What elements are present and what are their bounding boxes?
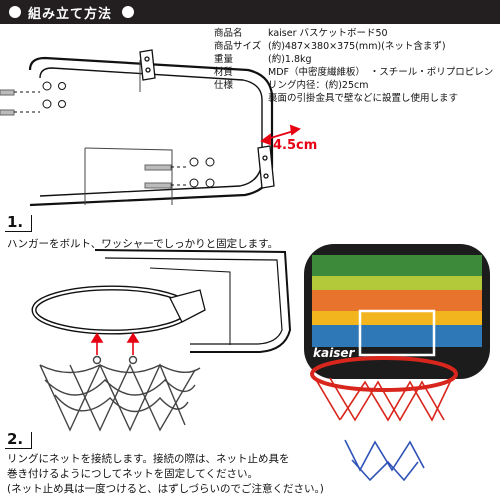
step-number-text: 1.: [7, 213, 24, 231]
bolts-middle: [144, 157, 215, 189]
step-line: 巻き付けるようにつしてネットを固定してください。: [7, 468, 259, 480]
board-brand-logo: kaiser: [313, 346, 355, 360]
board-step-diagram: [94, 249, 292, 353]
step-1-number: 1.: [5, 213, 32, 232]
spec-label: 重量: [214, 54, 234, 65]
hanger-right: [257, 145, 275, 189]
spec-row-weight: 重量 (約)1.8kg: [214, 53, 493, 66]
spec-label: 商品サイズ: [214, 41, 262, 52]
step-line: リングにネットを接続します。接続の際は、ネット止め具を: [7, 453, 290, 465]
spec-value: (約)1.8kg: [268, 54, 312, 65]
step-bracket: [5, 432, 32, 449]
dimension-label: 4.5cm: [273, 138, 318, 153]
net-attach-arrows: [90, 332, 140, 355]
spec-label: 材質: [214, 67, 234, 78]
section-title: 組み立て方法: [28, 7, 113, 22]
header-bullet-right: [122, 6, 134, 18]
step-bracket: [5, 215, 32, 232]
spec-value: kaiser バスケットボード50: [268, 28, 388, 39]
product-net: [314, 377, 453, 482]
hanger-top: [139, 49, 156, 81]
step-2-text: リングにネットを接続します。接続の際は、ネット止め具を 巻き付けるようにつしてネ…: [7, 452, 324, 497]
spec-value: リング内径：(約)25cm: [268, 80, 369, 91]
product-specs: 商品名 kaiser バスケットボード50 商品サイズ (約)487×380×3…: [214, 27, 493, 105]
section-header: 組み立て方法: [0, 0, 500, 24]
header-bullet-left: [9, 6, 21, 18]
step-number-text: 2.: [7, 430, 24, 448]
spec-row-material: 材質 MDF（中密度繊維板） ・スチール・ポリプロピレン: [214, 66, 493, 79]
ring-step-diagram: [31, 285, 206, 335]
spec-value: (約)487×380×375(mm)(ネット含まず): [268, 41, 446, 52]
spec-label: 商品名: [214, 28, 243, 39]
step-line: (ネット止め具は一度つけると、はずしづらいのでご注意ください。): [7, 483, 324, 495]
step-1-text: ハンガーをボルト、ワッシャーでしっかりと固定します。: [7, 237, 278, 252]
product-ring: [310, 356, 458, 392]
spec-row-size: 商品サイズ (約)487×380×375(mm)(ネット含まず): [214, 40, 493, 53]
spec-row-spec: 仕様 リング内径：(約)25cm: [214, 79, 493, 92]
dimension-arrow: [260, 124, 301, 146]
step-2-number: 2.: [5, 430, 32, 449]
net-step-diagram: [39, 355, 201, 432]
spec-label: 仕様: [214, 80, 234, 91]
board-back-frame: [84, 60, 173, 205]
bolts-left: [0, 81, 66, 116]
spec-value: MDF（中密度繊維板） ・スチール・ポリプロピレン: [268, 67, 494, 78]
step-line: ハンガーをボルト、ワッシャーでしっかりと固定します。: [7, 238, 279, 250]
product-board: [304, 244, 490, 379]
spec-note: 裏面の引掛金具で壁などに設置し使用します: [268, 93, 459, 104]
spec-row-name: 商品名 kaiser バスケットボード50: [214, 27, 493, 40]
